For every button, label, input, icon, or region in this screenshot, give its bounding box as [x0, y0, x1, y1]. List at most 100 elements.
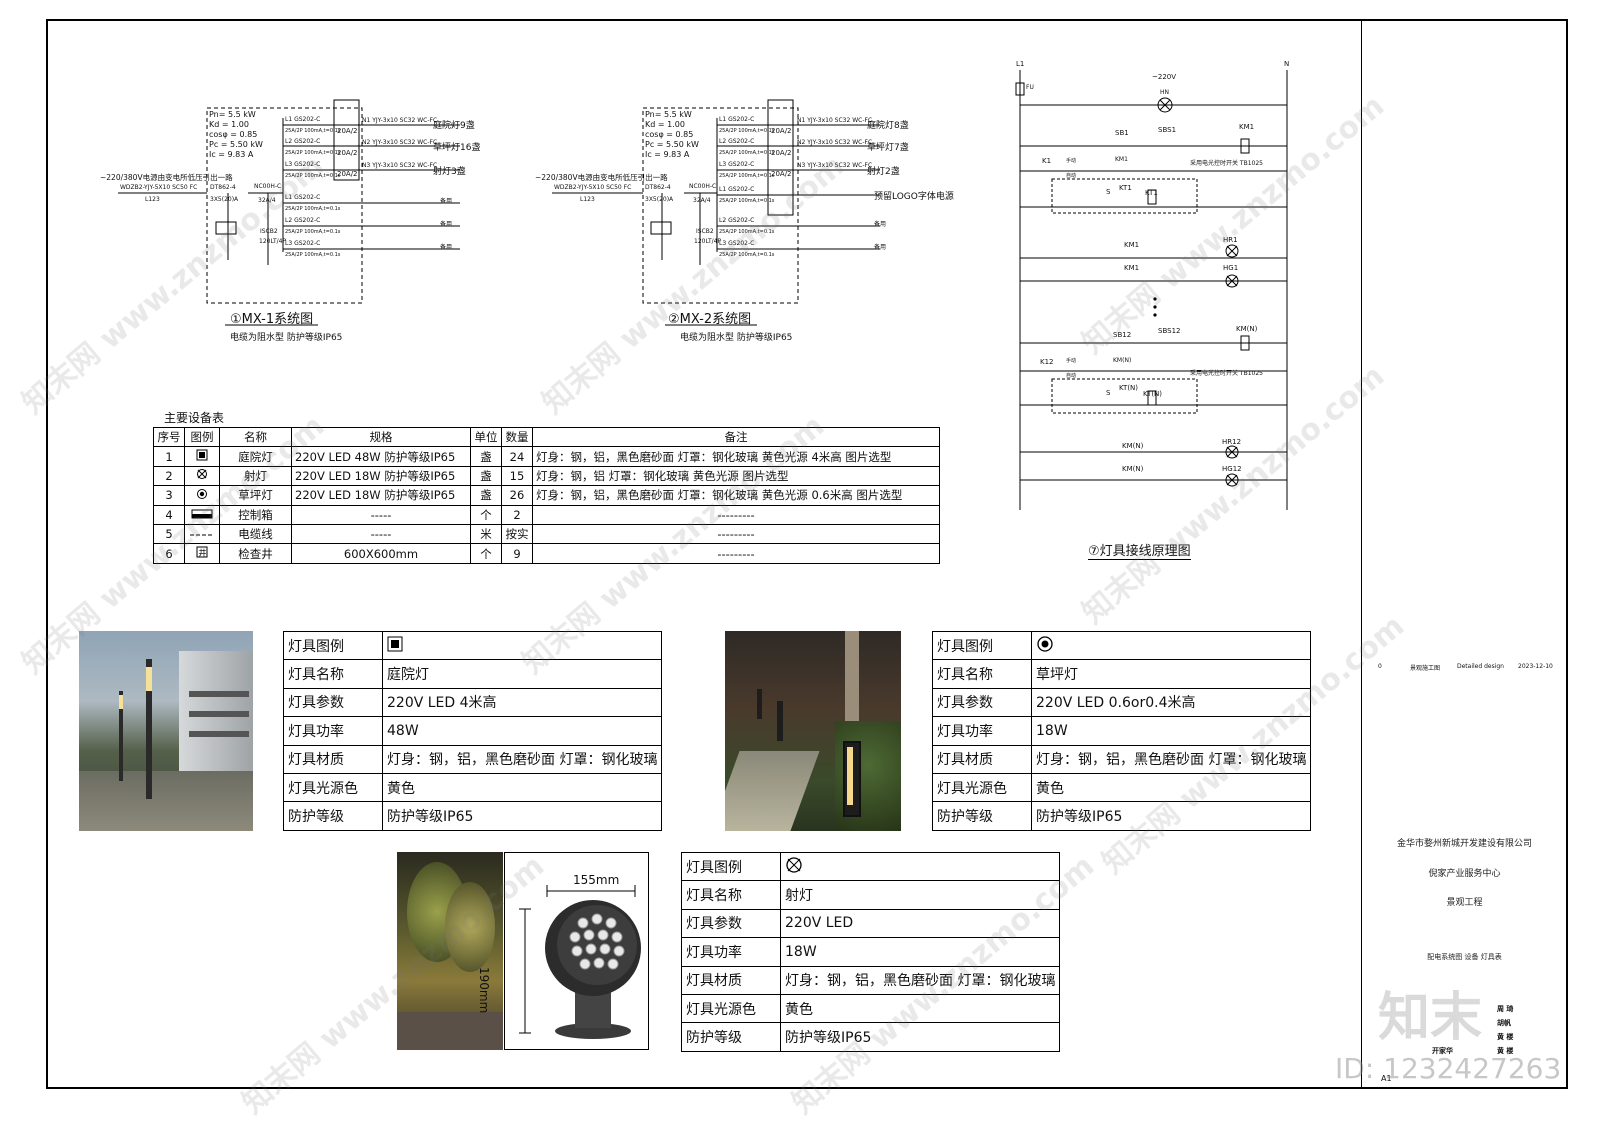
value-ip: 防护等级IP65 — [1030, 801, 1312, 831]
spotlight-icon — [184, 465, 220, 487]
breaker: GS202-C — [728, 161, 755, 168]
cell-spec: ----- — [291, 523, 471, 545]
svg-text:井: 井 — [199, 548, 207, 558]
mx2-main-rating: 32A/4 — [693, 197, 711, 204]
tb-sign3: 黄 楼 — [1497, 1033, 1514, 1041]
key: 灯具材质 — [681, 965, 781, 995]
inspection-well-icon: 井 — [184, 543, 220, 564]
cell-name: 控制箱 — [219, 504, 292, 525]
cell-no: 5 — [153, 523, 185, 545]
value-power: 48W — [381, 716, 663, 746]
mx1-box — [206, 107, 363, 304]
cell-unit: 个 — [470, 504, 502, 525]
phase: L2 — [719, 217, 727, 224]
table-row: 4 控制箱 ----- 个 2 --------- — [153, 504, 940, 525]
wiring-manual: 手动 — [1066, 158, 1077, 164]
cell-qty: 9 — [501, 543, 533, 564]
breaker: GS202-C — [294, 217, 321, 224]
mx1-params: Pn= 5.5 kW Kd = 1.00 cosφ = 0.85 Pc = 5.… — [209, 110, 263, 160]
col-header: 名称 — [219, 426, 292, 448]
phase: L1 — [285, 194, 293, 201]
mx1-c3-breaker: L3 GS202-C — [285, 161, 320, 168]
mx2-c2-load: 草坪灯7盏 — [867, 143, 909, 153]
phase: L1 — [719, 116, 727, 123]
table-row: 2 射灯 220V LED 18W 防护等级IP65 盏 15 灯身：钢，铝 灯… — [153, 465, 940, 487]
mx2-feed-label: ~220/380V电源由变电所低压引出一路 — [535, 173, 668, 182]
mx2-c1-breaker: L1 GS202-C — [719, 116, 754, 123]
tb-date: 2023-12-10 — [1518, 663, 1553, 670]
mx1-feed-id: L123 — [145, 196, 160, 203]
value-color: 黄色 — [1030, 772, 1312, 803]
tb-project: 倪家产业服务中心 — [1428, 869, 1501, 879]
breaker: GS202-C — [728, 138, 755, 145]
cell-name: 射灯 — [219, 465, 292, 487]
mx2-meter: DT862-4 — [645, 184, 671, 191]
tb-client: 金华市婺州新城开发建设有限公司 — [1396, 839, 1532, 849]
value-ip: 防护等级IP65 — [381, 801, 663, 831]
drawing-border — [46, 19, 1568, 1089]
mx1-c1-cable: N1 YJY-3x10 SC32 WC-FC — [362, 117, 438, 124]
mx2-c1-load: 庭院灯8盏 — [867, 121, 909, 131]
wiring-hr12: HR12 — [1222, 438, 1242, 446]
lawn-light-icon — [184, 485, 220, 506]
mx1-spd: ISCB2 — [260, 228, 278, 235]
cell-unit: 米 — [470, 523, 502, 545]
wiring-timer2: 采用电光控时开关 TB1025 — [1190, 370, 1263, 377]
mx1-subtitle: 电缆为阻水型 防护等级IP65 — [230, 333, 343, 343]
mx1-c1-rcd: 25A/2P 100mA,t=0.1s — [285, 128, 341, 134]
mx1-title: ①MX-1系统图 — [230, 312, 314, 327]
tb-stage: 景观施工图 — [1410, 665, 1441, 672]
key: 灯具功率 — [283, 716, 383, 746]
key: 灯具参数 — [681, 908, 781, 939]
cell-spec: 220V LED 18W 防护等级IP65 — [291, 465, 471, 487]
param: Pc = 5.50 kW — [645, 140, 699, 149]
wiring-kt1: KT1 — [1119, 184, 1132, 192]
cell-name: 检查井 — [219, 543, 292, 564]
mx2-c6-rcd: 25A/2P 100mA,t=0.1s — [719, 252, 775, 258]
mx2-spd-rating: 120LT/4P — [694, 238, 722, 245]
cable-line-icon — [184, 523, 220, 545]
param: cosφ = 0.85 — [645, 130, 694, 139]
wiring-km1-contact: KM1 — [1115, 156, 1128, 163]
wiring-ktn: KT(N) — [1119, 384, 1139, 392]
equipment-table: 序号 图例 名称 规格 单位 数量 备注 1 庭院灯 220V LED 48W … — [153, 426, 940, 564]
cell-name: 庭院灯 — [219, 446, 292, 467]
wiring-km1-row: KM1 — [1124, 241, 1140, 249]
cell-spec: 220V LED 18W 防护等级IP65 — [291, 485, 471, 506]
phase: L2 — [719, 138, 727, 145]
key: 灯具光源色 — [283, 772, 383, 803]
wiring-km1: KM1 — [1239, 123, 1255, 131]
tb-drawing: 配电系统图 设备 灯具表 — [1427, 953, 1502, 961]
breaker: GS202-C — [728, 240, 755, 247]
param: Kd = 1.00 — [209, 120, 249, 129]
courtyard-light-icon — [381, 630, 663, 661]
key: 灯具图例 — [932, 630, 1032, 661]
spot-width-dim: 155mm — [573, 873, 620, 887]
mx1-c6-breaker: L3 GS202-C — [285, 240, 320, 247]
breaker: GS202-C — [728, 116, 755, 123]
wiring-hg1: HG1 — [1223, 264, 1239, 272]
title-block — [1361, 19, 1568, 1089]
mx2-c3-cable: N3 YJY-3x10 SC32 WC-FC — [797, 162, 873, 169]
equipment-caption: 主要设备表 — [164, 411, 225, 425]
spot-height-dim: 190mm — [477, 967, 491, 1014]
mx2-feed-id: L123 — [580, 196, 595, 203]
col-header: 规格 — [291, 426, 471, 448]
control-box-icon — [184, 504, 220, 525]
tb-sign1: 周 琦 — [1497, 1005, 1514, 1013]
wiring-hr1: HR1 — [1223, 236, 1238, 244]
system-diagrams — [118, 99, 880, 326]
wiring-kmn-row2: KM(N) — [1122, 465, 1144, 473]
key: 灯具材质 — [932, 744, 1032, 774]
breaker: GS202-C — [728, 186, 755, 193]
cell-note: --------- — [532, 523, 940, 545]
mx2-box — [642, 107, 799, 304]
mx2-c2-breaker: L2 GS202-C — [719, 138, 754, 145]
tb-subject: 景观工程 — [1446, 898, 1483, 908]
courtyard-light-photo — [79, 631, 253, 831]
mx2-c3-load: 射灯2盏 — [867, 167, 900, 177]
cell-note: --------- — [532, 504, 940, 525]
key: 灯具名称 — [681, 880, 781, 910]
